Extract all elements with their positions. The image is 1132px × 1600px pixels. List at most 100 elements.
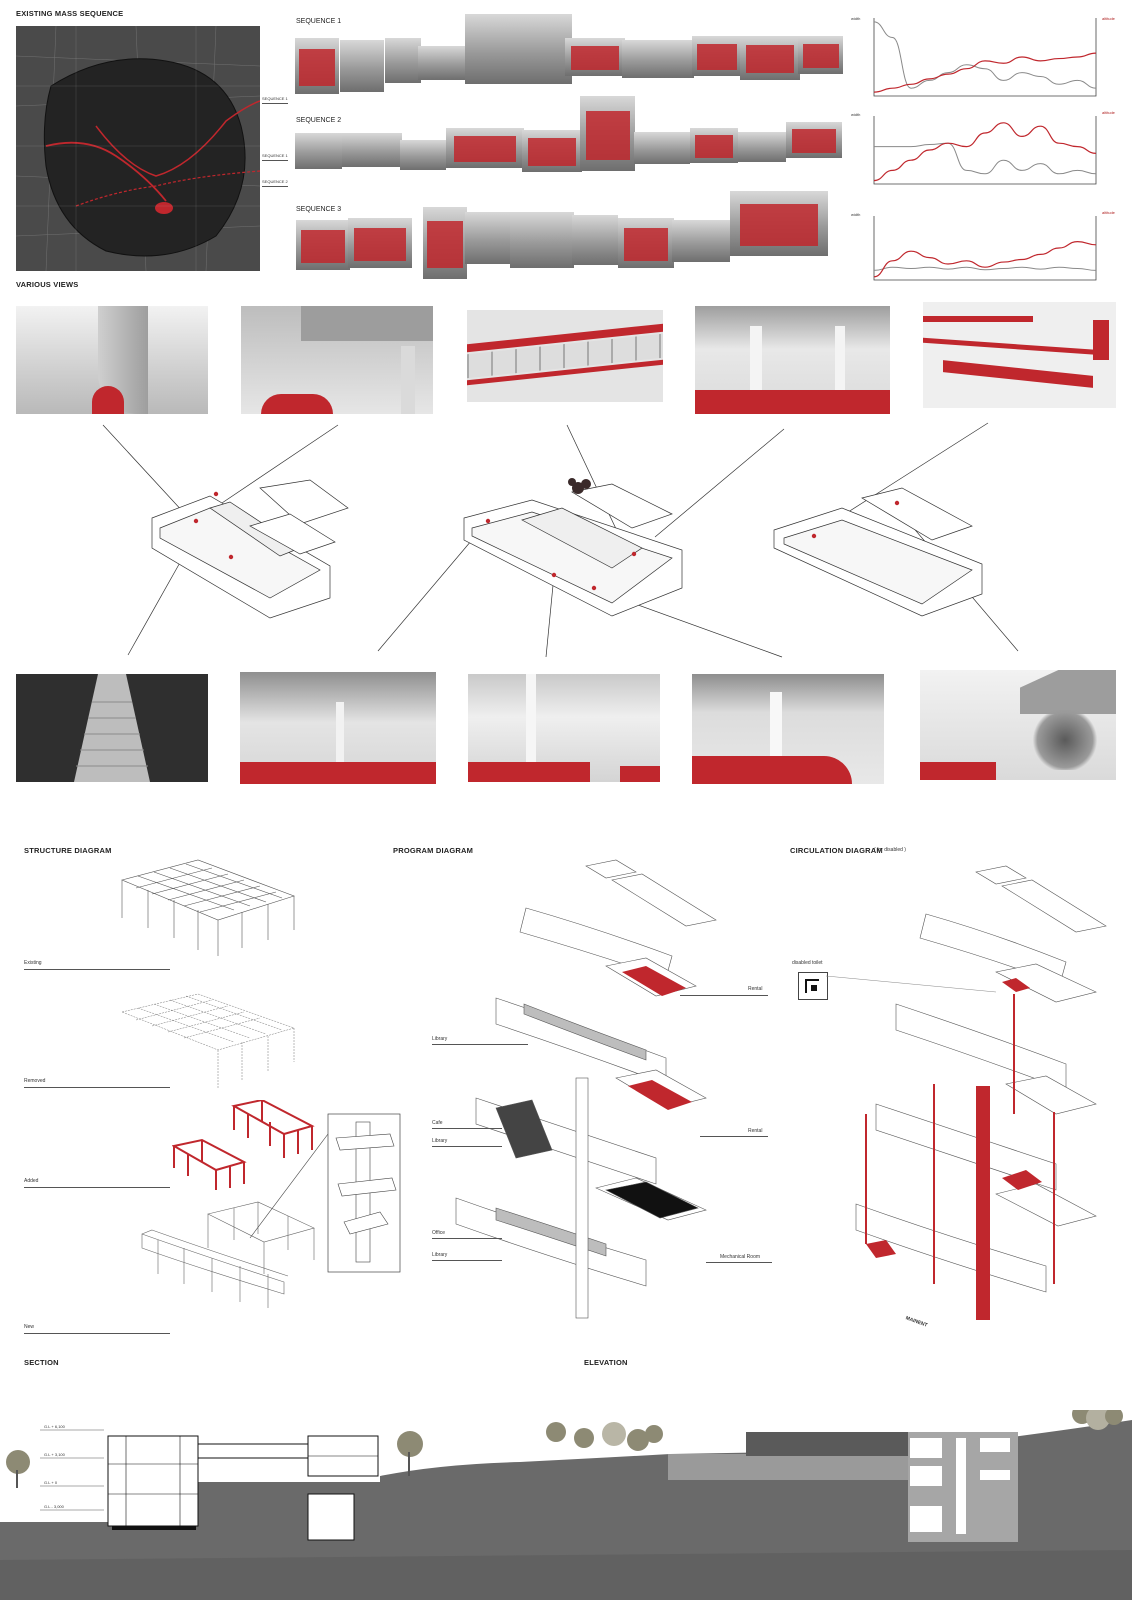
- structure-diagram-title: STRUCTURE DIAGRAM: [24, 846, 112, 855]
- sequence-3-photo: [618, 218, 674, 268]
- label-underline: [432, 1146, 502, 1147]
- sequence-1-photo: [622, 40, 694, 78]
- map-label-sequence-2: SEQUENCE 2: [262, 179, 288, 184]
- section-elevation-drawing: [0, 1410, 1132, 1600]
- chart-axis: [873, 18, 1097, 97]
- chart-series-width: [874, 142, 1097, 175]
- sequence-2-photo: [400, 140, 446, 170]
- program-label-cafe: Cafe: [432, 1120, 443, 1126]
- sequence-2-photo: [446, 128, 524, 168]
- label-underline: [700, 1136, 768, 1137]
- chart-axis: [873, 116, 1097, 185]
- axonometric-plan-level-1: [151, 479, 349, 619]
- sequence-3-title: SEQUENCE 3: [296, 206, 342, 213]
- sequence-1-photo: [692, 36, 742, 76]
- structure-label-new: New: [24, 1324, 35, 1330]
- view-render: [240, 672, 436, 784]
- section-level-4: G.L - 3,000: [44, 1504, 64, 1509]
- program-diagram-title: PROGRAM DIAGRAM: [393, 846, 474, 855]
- view-render: [692, 674, 884, 784]
- sequence-1-photo: [798, 36, 843, 74]
- label-underline: [432, 1238, 502, 1239]
- view-render: [695, 306, 890, 414]
- sequence-1-photo: [465, 14, 572, 84]
- sequence-2-photo: [342, 133, 402, 167]
- chart-sequence-1: [873, 18, 1097, 97]
- various-views-title: VARIOUS VIEWS: [16, 280, 79, 289]
- map-label-line: [262, 103, 288, 104]
- structure-added: [172, 1100, 315, 1190]
- circulation-label-toilet: disabled toilet: [792, 960, 823, 966]
- view-render: [468, 674, 660, 782]
- section-level-3: G.L + 0: [44, 1480, 58, 1485]
- sequence-1-photo: [565, 38, 625, 76]
- map-label-line: [262, 186, 288, 187]
- program-label-rental-top: Rental: [748, 986, 763, 992]
- sequence-3-photo: [672, 220, 730, 262]
- map-label-sequence-1: SEQUENCE 1: [262, 96, 288, 101]
- sequence-1-title: SEQUENCE 1: [296, 18, 342, 25]
- structure-new: [141, 1201, 315, 1308]
- label-underline: [24, 969, 170, 970]
- sequence-2-photo: [580, 96, 635, 171]
- sequence-3-photo: [296, 220, 350, 270]
- sequence-3-photo: [348, 218, 412, 268]
- site-map-overlay: [16, 26, 260, 271]
- chart-sequence-3: [873, 216, 1097, 281]
- chart-series-altitude: [873, 52, 1097, 93]
- chart-1-y2label: altitude: [1102, 16, 1115, 21]
- circulation-diagram-note: ( for disabled ): [874, 847, 906, 853]
- label-underline: [432, 1128, 502, 1129]
- sequence-1-photo: [740, 36, 800, 80]
- sequence-3-photo: [730, 191, 828, 256]
- sequence-1-photo: [385, 38, 421, 83]
- sequence-1-photo: [340, 40, 384, 92]
- sequence-2-photo: [522, 130, 582, 172]
- chart-2-ylabel: width: [851, 112, 861, 117]
- disabled-toilet-plan-icon: [798, 972, 828, 1000]
- chart-2-y2label: altitude: [1102, 110, 1115, 115]
- circulation-diagram-title: CIRCULATION DIAGRAM: [790, 846, 883, 855]
- sequence-2-title: SEQUENCE 2: [296, 117, 342, 124]
- label-underline: [706, 1262, 772, 1263]
- structure-joint-detail: [249, 1113, 401, 1273]
- program-label-library-mid: Library: [432, 1138, 448, 1144]
- structure-label-existing: Existing: [24, 960, 42, 966]
- sequence-1-photo: [418, 46, 466, 80]
- site-map: [16, 26, 260, 271]
- axonometric-plan-level-3: [773, 487, 983, 617]
- section-level-1: G.L + 6,100: [44, 1424, 65, 1429]
- map-label-sequence-1b: SEQUENCE 1: [262, 153, 288, 158]
- program-label-library-bottom: Library: [432, 1252, 448, 1258]
- section-title: SECTION: [24, 1358, 59, 1367]
- chart-sequence-2: [873, 116, 1097, 185]
- axonometric-plan-level-2: [463, 478, 683, 617]
- sequence-2-photo: [295, 133, 342, 169]
- chart-series-width: [873, 21, 1097, 89]
- map-label-line: [262, 160, 288, 161]
- stair-render: [74, 674, 150, 782]
- program-exploded-axonometric: [455, 859, 717, 1319]
- structure-removed: [121, 993, 295, 1088]
- program-label-office: Office: [432, 1230, 445, 1236]
- sequence-2-photo: [738, 132, 786, 162]
- sequence-3-photo: [572, 215, 618, 265]
- label-underline: [24, 1187, 170, 1188]
- circulation-exploded-axonometric: [826, 865, 1107, 1320]
- sequence-3-photo: [465, 212, 511, 264]
- sequence-2-photo: [690, 128, 738, 163]
- sequence-2-photo: [786, 122, 842, 158]
- chart-series-altitude: [873, 240, 1097, 278]
- label-underline: [680, 995, 768, 996]
- program-label-rental-mid: Rental: [748, 1128, 763, 1134]
- chart-1-ylabel: width: [851, 16, 861, 21]
- sequence-1-photo: [295, 38, 339, 94]
- label-underline: [24, 1087, 170, 1088]
- chart-axis: [873, 216, 1097, 281]
- chart-series-width: [873, 266, 1097, 271]
- label-underline: [432, 1260, 502, 1261]
- chart-3-y2label: altitude: [1102, 210, 1115, 215]
- view-render: [920, 670, 1116, 780]
- view-render: [923, 302, 1116, 408]
- mass-sequence-title: EXISTING MASS SEQUENCE: [16, 9, 124, 18]
